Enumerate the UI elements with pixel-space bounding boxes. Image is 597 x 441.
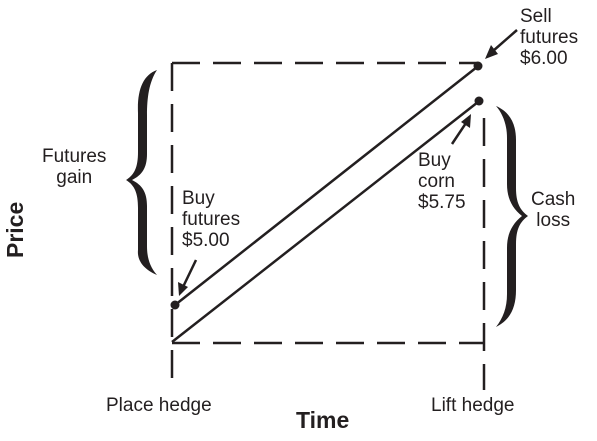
buy-corn-arrow — [450, 122, 468, 145]
sell-futures-arrowhead — [485, 45, 498, 59]
buy-corn-label: Buy corn $5.75 — [418, 150, 466, 213]
sell-futures-arrow — [492, 29, 518, 52]
cash-price-line — [171, 101, 479, 343]
buy-futures-point — [170, 300, 180, 310]
sell-futures-label: Sell futures $6.00 — [520, 6, 579, 69]
cash-loss-label: Cash loss — [531, 189, 576, 231]
sell-futures-point — [473, 61, 483, 71]
buy-corn-point — [474, 96, 484, 106]
buy-futures-label: Buy futures $5.00 — [182, 188, 241, 251]
place-hedge-label: Place hedge — [106, 395, 212, 416]
futures-gain-label: Futures gain — [42, 146, 107, 188]
x-axis-title: Time — [296, 407, 350, 433]
cash-loss-brace — [496, 106, 528, 327]
y-axis-title: Price — [2, 201, 28, 258]
lift-hedge-label: Lift hedge — [431, 395, 515, 416]
futures-gain-brace — [126, 70, 157, 275]
buy-corn-arrowhead — [461, 114, 471, 128]
futures-price-line — [174, 66, 478, 306]
buy-futures-arrowhead — [178, 282, 188, 296]
buy-futures-arrow — [181, 259, 198, 288]
